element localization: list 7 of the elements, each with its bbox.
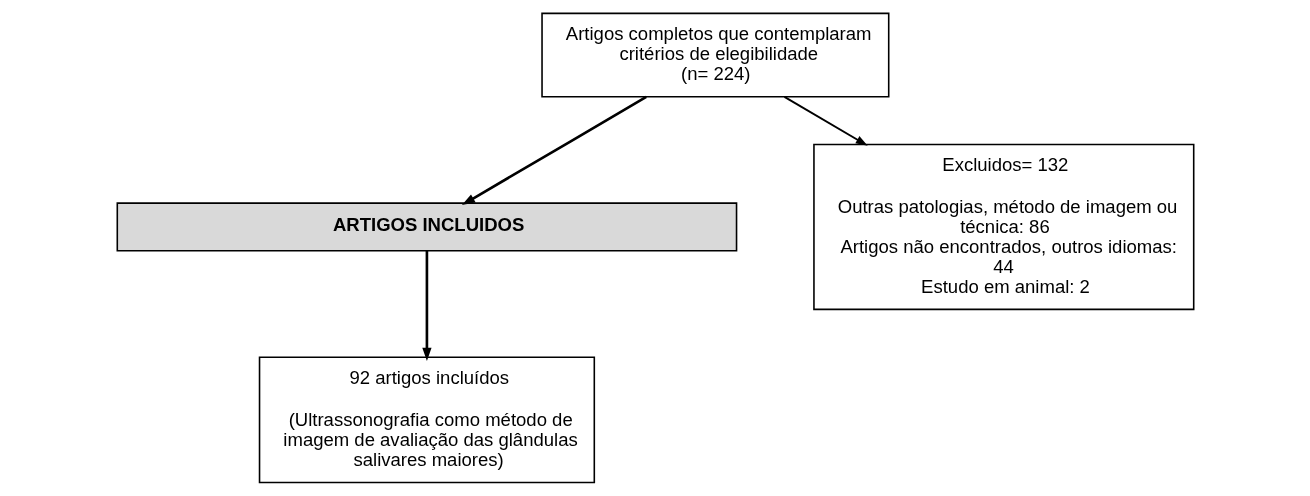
arrow [421, 250, 432, 361]
node-box: Excluidos= 132 Outras patologias, método de imagem ou técnica: 86 Artigos não encontrados, outros idiomas: 44 Estudo em animal: 2 [812, 143, 1194, 311]
arrow [461, 95, 647, 206]
node-box: 92 artigos incluídos (Ultrassonografia como método de imagem de avaliação das glândulas salivares maiores) [258, 356, 595, 484]
node-box: Artigos completos que contemplaram critérios de elegibilidade (n= 224) [540, 12, 889, 98]
node-box: ARTIGOS INCLUIDOS [116, 202, 737, 252]
arrow [783, 95, 868, 146]
